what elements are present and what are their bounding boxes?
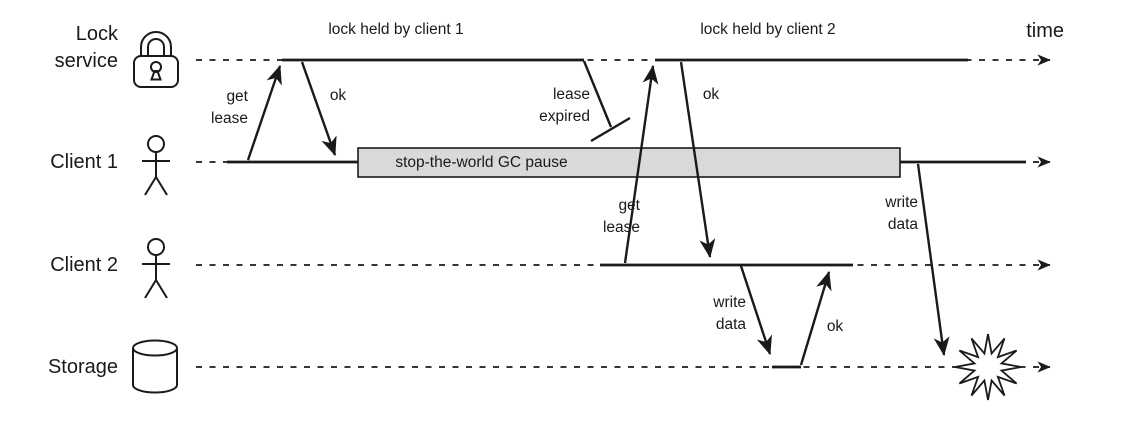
get-lease-1-arrow <box>246 65 282 161</box>
lease-expired-cross <box>590 116 631 143</box>
write-data-1-label: write data <box>885 194 918 233</box>
ok-2-arrow <box>679 61 716 259</box>
database-cylinder-icon <box>132 339 178 394</box>
write-data-2-label: write data <box>713 294 746 333</box>
lock-held-2-label: lock held by client 2 <box>700 21 836 38</box>
lane-label-storage: Storage <box>47 356 118 378</box>
ok-storage-label: ok <box>826 318 844 335</box>
explosion-icon <box>954 333 1022 401</box>
get-lease-1-label: get lease <box>210 88 248 127</box>
person-icon <box>142 238 170 299</box>
person-icon <box>142 135 170 196</box>
ok-2-label: ok <box>702 86 720 103</box>
get-lease-2-arrow <box>623 64 659 264</box>
time-axis-label: time <box>1026 20 1064 42</box>
gc-pause-box <box>357 147 901 178</box>
write-data-2-arrow <box>739 265 773 355</box>
lease-expired-line <box>582 60 613 128</box>
lease-expired-label: lease expired <box>539 86 590 125</box>
padlock-icon <box>133 31 179 88</box>
lane-label-client2: Client 2 <box>50 254 118 276</box>
ok-storage-arrow <box>799 271 832 366</box>
lane-label-lock-service: Lock service <box>54 23 118 72</box>
write-data-1-arrow <box>916 163 950 357</box>
lock-held-1-label: lock held by client 1 <box>328 21 464 38</box>
gc-pause-label: stop-the-world GC pause <box>395 154 568 171</box>
get-lease-2-label: get lease <box>602 197 640 236</box>
ok-1-label: ok <box>329 87 347 104</box>
ok-1-arrow <box>300 61 337 156</box>
lane-label-client1: Client 1 <box>50 151 118 173</box>
